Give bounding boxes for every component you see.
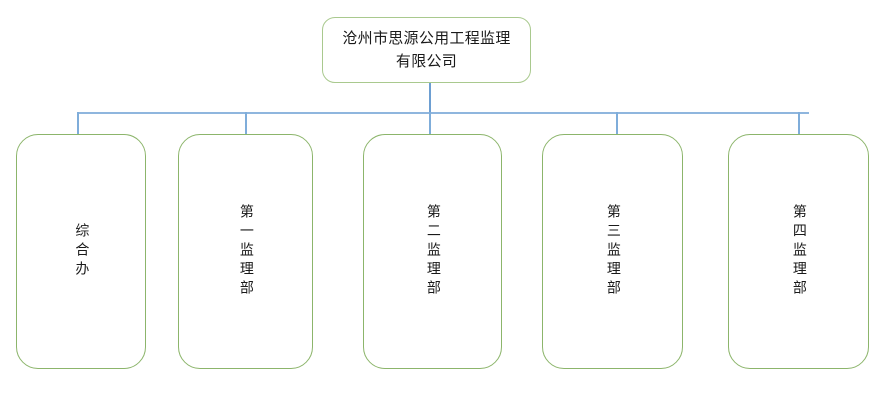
node-root-label: 沧州市思源公用工程监理 有限公司 <box>332 27 522 74</box>
drop-connector-3 <box>429 112 431 135</box>
node-root-label-line1: 沧州市思源公用工程监理 <box>342 28 511 47</box>
node-dept-supervision-2[interactable]: 第二监理部 <box>363 134 502 369</box>
drop-connector-4 <box>616 112 618 135</box>
horizontal-connector-bus <box>77 112 809 114</box>
node-dept-supervision-3[interactable]: 第三监理部 <box>542 134 683 369</box>
drop-connector-1 <box>77 112 79 135</box>
node-dept-supervision-4[interactable]: 第四监理部 <box>728 134 869 369</box>
node-dept-supervision-2-label: 第二监理部 <box>424 204 441 299</box>
node-dept-supervision-1[interactable]: 第一监理部 <box>178 134 313 369</box>
root-stem-connector <box>429 82 431 113</box>
node-dept-general-office[interactable]: 综合办 <box>16 134 146 369</box>
node-root-label-line2: 有限公司 <box>395 52 458 70</box>
node-dept-general-office-label: 综合办 <box>73 223 90 280</box>
node-dept-supervision-1-label: 第一监理部 <box>237 204 254 299</box>
node-dept-supervision-4-label: 第四监理部 <box>790 204 807 299</box>
drop-connector-2 <box>245 112 247 135</box>
node-dept-supervision-3-label: 第三监理部 <box>604 204 621 299</box>
drop-connector-5 <box>798 112 800 135</box>
node-root-company[interactable]: 沧州市思源公用工程监理 有限公司 <box>322 17 531 83</box>
